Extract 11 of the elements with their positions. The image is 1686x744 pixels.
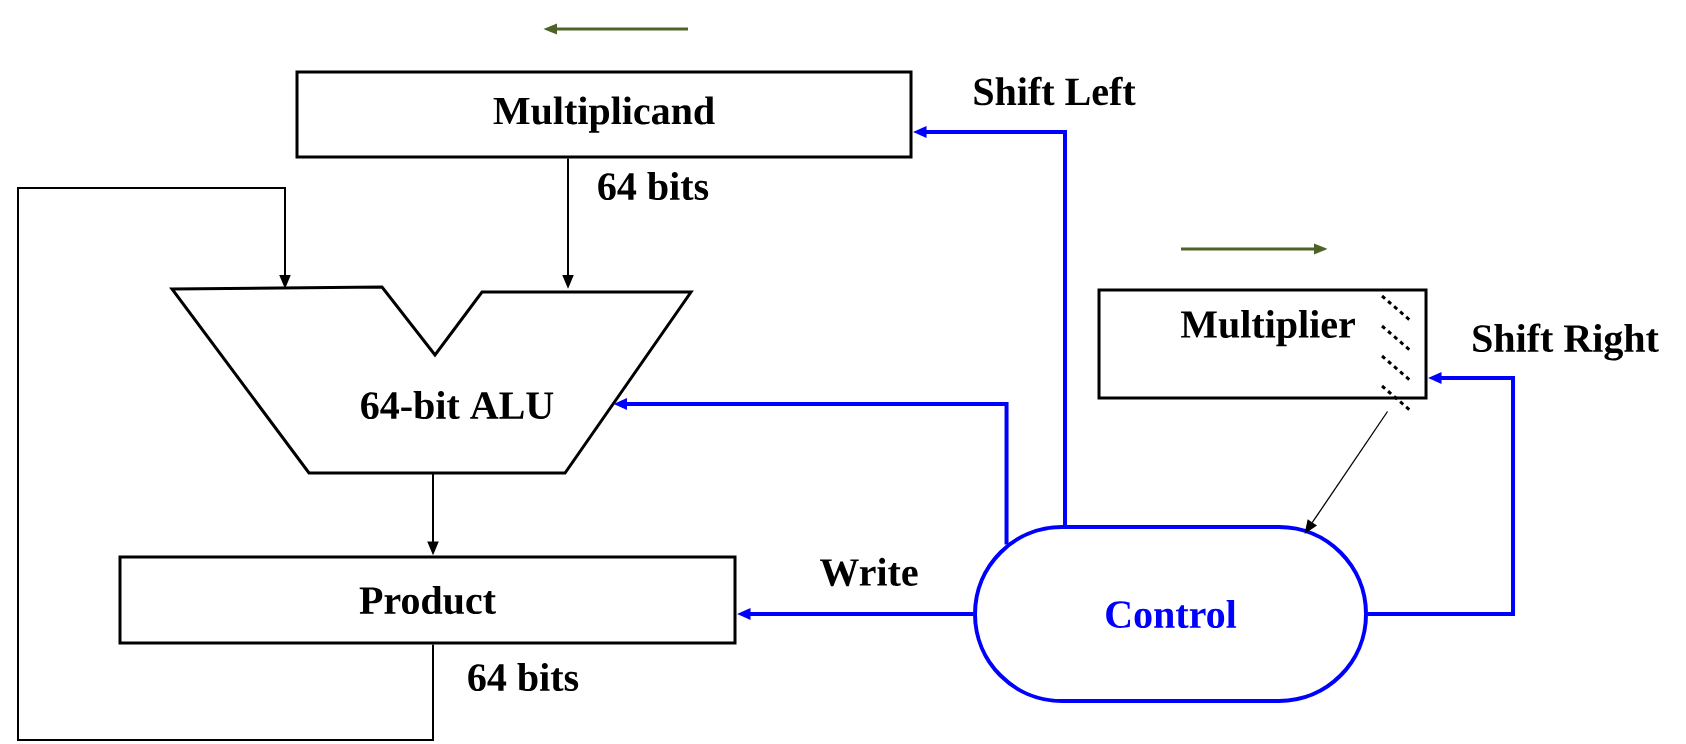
edge-label: 64 bits bbox=[465, 661, 581, 693]
register-box: Multiplier bbox=[1097, 288, 1428, 414]
edge-label: Write bbox=[818, 556, 920, 588]
register-box: Product bbox=[118, 555, 737, 645]
register-box: Multiplicand bbox=[295, 70, 913, 159]
control-unit: Control bbox=[973, 525, 1368, 703]
arrow bbox=[1304, 410, 1389, 534]
edge-label: Shift Right bbox=[1470, 322, 1660, 362]
edge-label: Shift Left bbox=[971, 75, 1137, 107]
arrow bbox=[17, 187, 434, 741]
edge-label: 64 bits bbox=[595, 170, 711, 202]
